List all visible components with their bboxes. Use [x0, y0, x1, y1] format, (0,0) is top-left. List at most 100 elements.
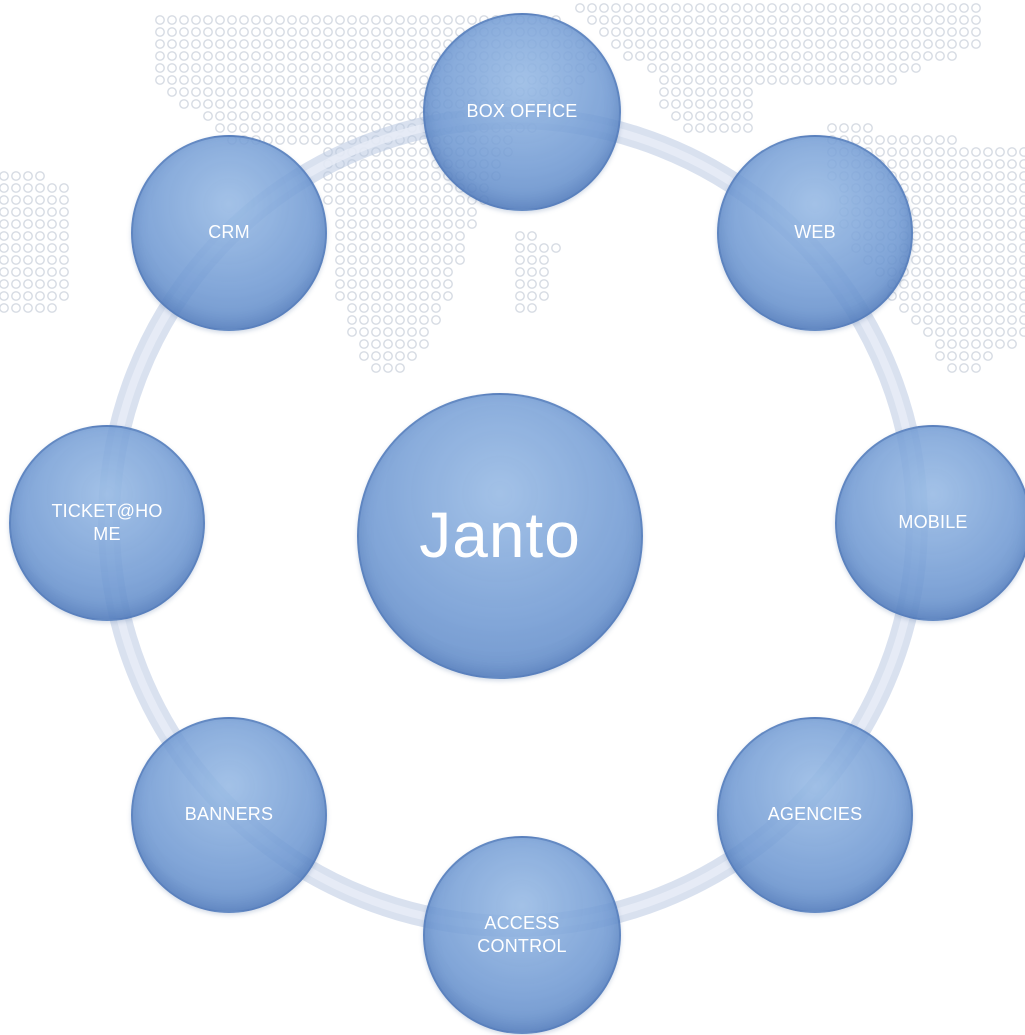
map-dot — [383, 99, 393, 109]
map-dot — [791, 75, 801, 85]
map-dot — [335, 123, 345, 133]
node-web[interactable]: WEB — [717, 135, 913, 331]
map-dot — [659, 3, 669, 13]
node-crm[interactable]: CRM — [131, 135, 327, 331]
map-dot — [335, 27, 345, 37]
map-dot — [239, 87, 249, 97]
map-dot — [191, 27, 201, 37]
node-banners[interactable]: BANNERS — [131, 717, 327, 913]
map-dot — [347, 315, 357, 325]
map-dot — [947, 39, 957, 49]
map-dot — [371, 219, 381, 229]
map-dot — [707, 75, 717, 85]
map-dot — [731, 75, 741, 85]
map-dot — [983, 303, 993, 313]
map-dot — [971, 39, 981, 49]
map-dot — [395, 63, 405, 73]
node-label: BANNERS — [184, 804, 274, 825]
map-dot — [347, 243, 357, 253]
map-dot — [947, 171, 957, 181]
map-dot — [923, 51, 933, 61]
map-dot — [371, 315, 381, 325]
map-dot — [1019, 159, 1025, 169]
node-box-office[interactable]: BOX OFFICE — [423, 13, 621, 211]
map-dot — [743, 111, 753, 121]
map-dot — [383, 255, 393, 265]
map-dot — [731, 87, 741, 97]
map-dot — [875, 39, 885, 49]
map-dot — [371, 39, 381, 49]
map-dot — [215, 63, 225, 73]
map-dot — [623, 27, 633, 37]
map-dot — [839, 63, 849, 73]
map-dot — [911, 51, 921, 61]
map-dot — [431, 39, 441, 49]
map-dot — [947, 291, 957, 301]
map-dot — [983, 195, 993, 205]
map-dot — [11, 279, 21, 289]
node-mobile[interactable]: MOBILE — [835, 425, 1025, 621]
map-dot — [911, 255, 921, 265]
map-dot — [347, 327, 357, 337]
map-dot — [995, 339, 1005, 349]
center-node-janto[interactable]: Janto — [357, 393, 643, 679]
map-dot — [359, 111, 369, 121]
map-dot — [983, 171, 993, 181]
map-dot — [215, 27, 225, 37]
map-dot — [323, 75, 333, 85]
node-ticket-at-home[interactable]: TICKET@HO ME — [9, 425, 205, 621]
map-dot — [731, 111, 741, 121]
map-dot — [731, 63, 741, 73]
map-dot — [791, 63, 801, 73]
map-dot — [359, 159, 369, 169]
map-dot — [323, 183, 333, 193]
map-dot — [395, 291, 405, 301]
map-dot — [659, 75, 669, 85]
map-dot — [1007, 243, 1017, 253]
map-dot — [863, 75, 873, 85]
map-dot — [407, 39, 417, 49]
map-dot — [359, 87, 369, 97]
map-dot — [23, 303, 33, 313]
map-dot — [227, 99, 237, 109]
map-dot — [443, 243, 453, 253]
map-dot — [419, 303, 429, 313]
map-dot — [803, 51, 813, 61]
map-dot — [203, 99, 213, 109]
map-dot — [671, 75, 681, 85]
map-dot — [851, 15, 861, 25]
map-dot — [407, 279, 417, 289]
map-dot — [263, 39, 273, 49]
map-dot — [275, 111, 285, 121]
node-label: CRM — [208, 222, 250, 243]
map-dot — [935, 159, 945, 169]
node-access-control[interactable]: ACCESS CONTROL — [423, 836, 621, 1034]
map-dot — [419, 15, 429, 25]
map-dot — [239, 51, 249, 61]
map-dot — [419, 231, 429, 241]
map-dot — [827, 75, 837, 85]
map-dot — [863, 27, 873, 37]
map-dot — [395, 327, 405, 337]
map-dot — [335, 279, 345, 289]
map-dot — [371, 243, 381, 253]
map-dot — [911, 27, 921, 37]
node-agencies[interactable]: AGENCIES — [717, 717, 913, 913]
map-dot — [443, 195, 453, 205]
map-dot — [395, 15, 405, 25]
map-dot — [395, 207, 405, 217]
map-dot — [347, 195, 357, 205]
map-dot — [947, 219, 957, 229]
map-dot — [743, 123, 753, 133]
map-dot — [335, 51, 345, 61]
map-dot — [611, 15, 621, 25]
map-dot — [0, 195, 9, 205]
map-dot — [419, 339, 429, 349]
map-dot — [203, 51, 213, 61]
map-dot — [395, 279, 405, 289]
map-dot — [779, 39, 789, 49]
map-dot — [359, 51, 369, 61]
map-dot — [335, 135, 345, 145]
map-dot — [287, 99, 297, 109]
map-dot — [911, 183, 921, 193]
